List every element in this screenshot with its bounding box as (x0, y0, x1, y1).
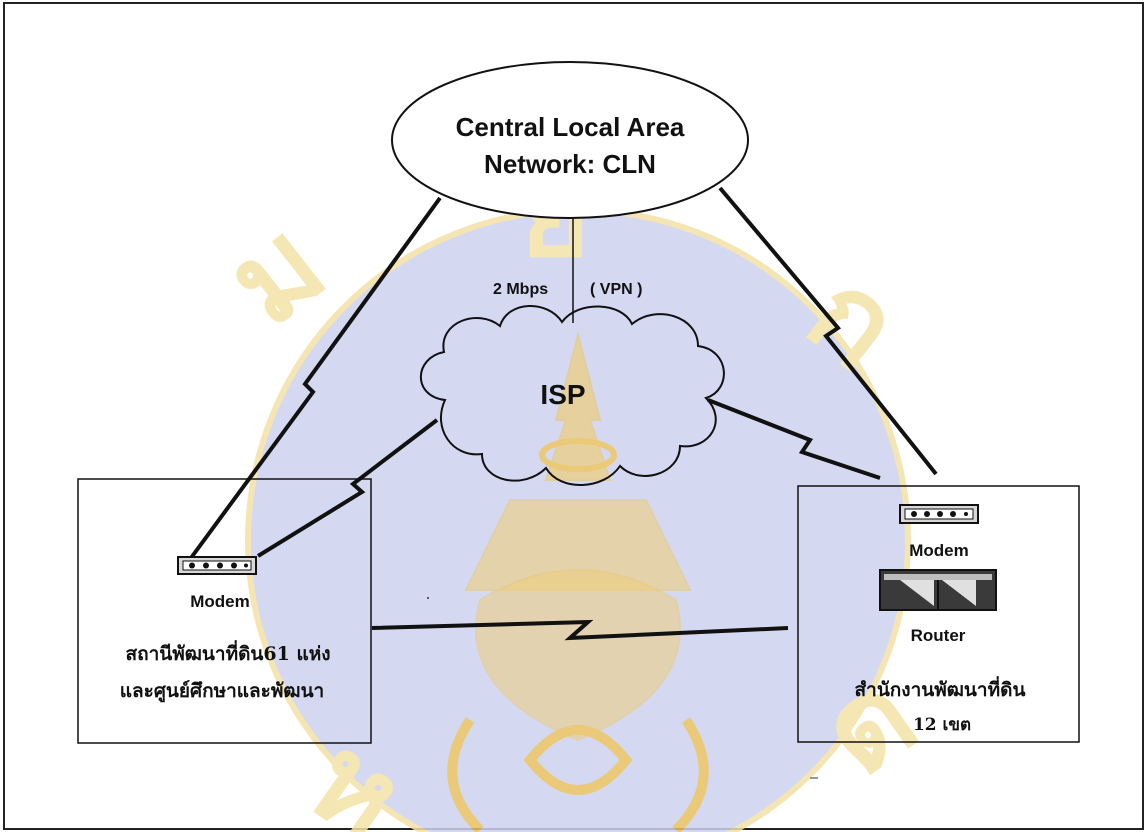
router-icon (879, 569, 997, 611)
router-label: Router (911, 626, 966, 645)
left-modem-label: Modem (190, 592, 250, 611)
isp-right-link (707, 398, 881, 480)
right-site-box (797, 485, 1080, 743)
central-lan-ellipse (391, 61, 749, 219)
watermark-emblem (447, 331, 709, 832)
left-modem-icon (177, 556, 257, 575)
left-right-link (371, 619, 789, 641)
right-site-name-line1: สำนักงานพัฒนาที่ดิน (855, 676, 1026, 701)
central-lan-label-line2: Network: CLN (484, 149, 656, 179)
right-modem-label: Modem (909, 541, 969, 560)
isp-cloud (420, 305, 725, 486)
bandwidth-label: 2 Mbps (493, 281, 548, 298)
right-modem-icon (899, 504, 979, 524)
right-site-name-line2: 12 เขต (913, 715, 971, 735)
left-site-box (77, 478, 372, 744)
cln-right-link (718, 186, 938, 476)
cln-left-link (186, 196, 442, 564)
vpn-label: ( VPN ) (590, 281, 642, 298)
isp-label: ISP (540, 379, 585, 410)
isp-left-link (256, 418, 439, 558)
left-site-name-line1: สถานีพัฒนาที่ดิน61 แห่ง (125, 640, 330, 665)
left-site-name-line2: และศูนย์ศึกษาและพัฒนา (120, 680, 324, 703)
central-lan-label-line1: Central Local Area (456, 112, 685, 142)
